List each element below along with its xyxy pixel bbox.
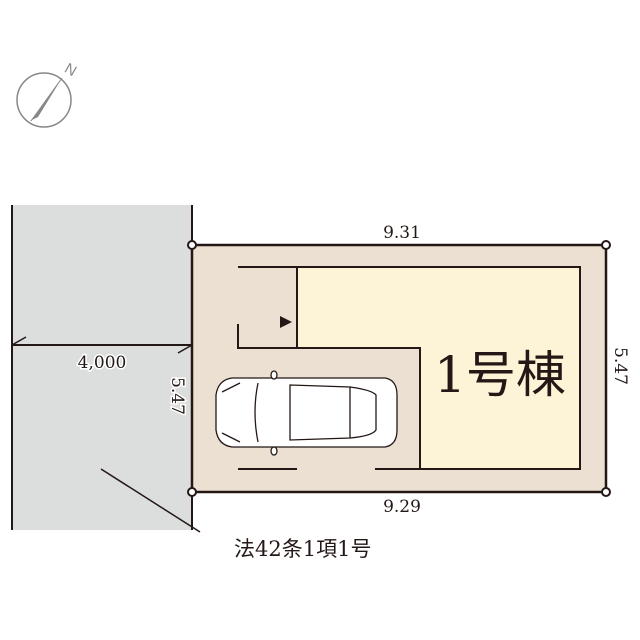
lot-bottom-dimension: 9.29	[383, 497, 421, 517]
lot-top-dimension: 9.31	[383, 223, 421, 243]
lot-left-dimension: 5.47	[167, 377, 187, 415]
north-label: N	[62, 60, 80, 80]
lot-right-dimension: 5.47	[610, 347, 630, 385]
road-width-dimension	[11, 336, 193, 354]
building-label: 1号棟	[434, 346, 566, 404]
entrance-arrow-icon	[280, 316, 292, 328]
outline-entry	[237, 324, 297, 349]
road-width-label: 4,000	[78, 353, 127, 373]
road	[12, 205, 192, 530]
car-icon	[215, 370, 398, 456]
road-leader-line	[100, 468, 201, 533]
lot-corner-markers	[187, 240, 611, 497]
road-type-label: 法42条1項1号	[234, 537, 371, 561]
compass-icon: N	[16, 60, 80, 128]
